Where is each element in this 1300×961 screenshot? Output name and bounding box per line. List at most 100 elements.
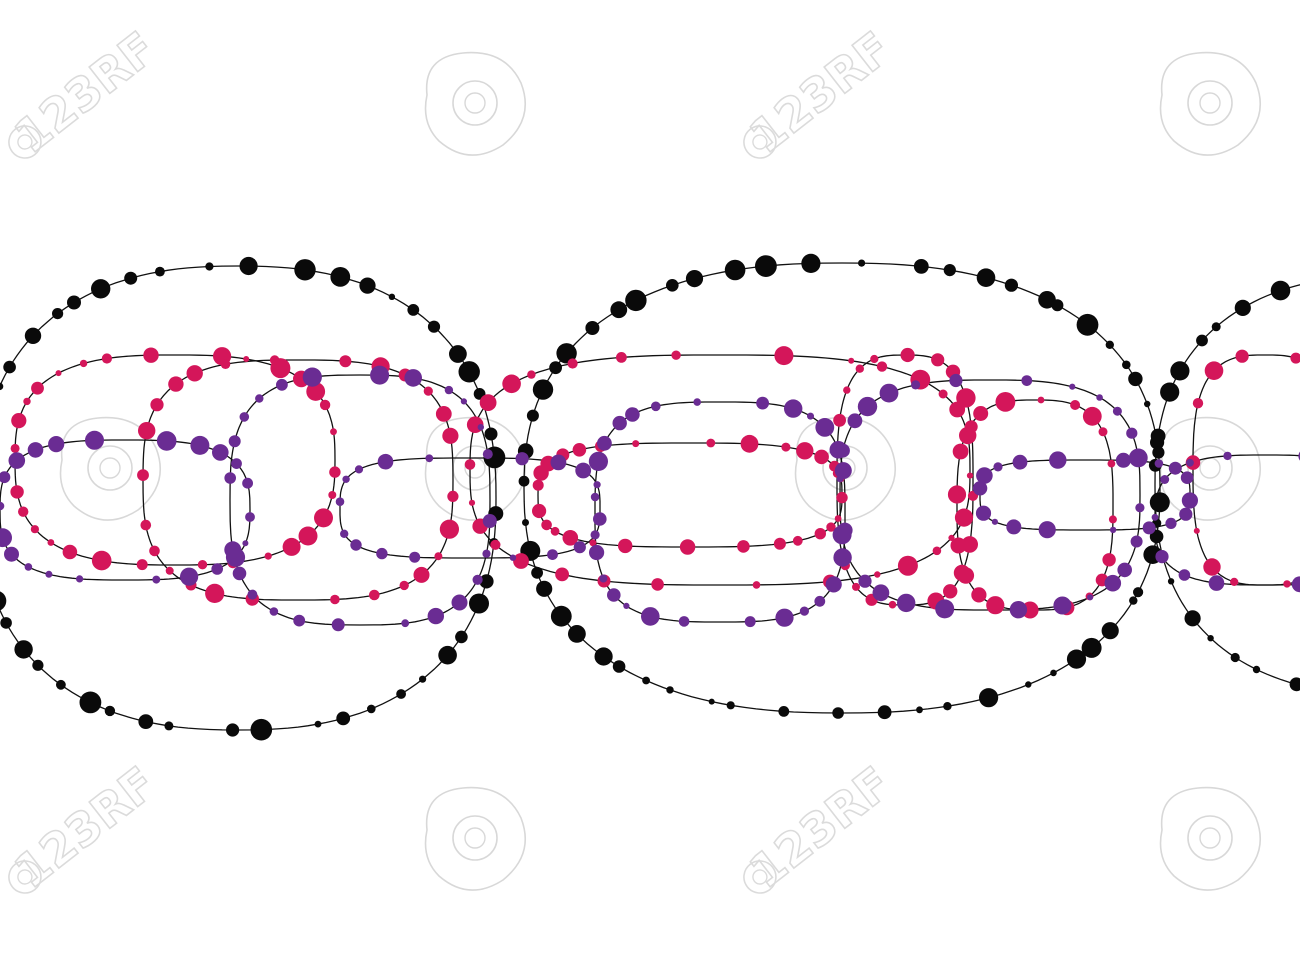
magenta-bead [532, 479, 544, 491]
magenta-bead [330, 428, 337, 436]
magenta-bead [843, 386, 851, 394]
black-bead [916, 706, 923, 714]
black-bead [1004, 278, 1019, 292]
magenta-bead [618, 538, 633, 554]
black-bead [469, 593, 489, 614]
magenta-bead [137, 469, 149, 481]
black-bead [979, 688, 999, 708]
magenta-bead [306, 382, 326, 401]
purple-bead [625, 407, 640, 422]
magenta-bead [47, 539, 55, 546]
purple-bead [48, 436, 65, 453]
black-bead [1066, 649, 1087, 669]
chain-threads [0, 262, 1300, 731]
magenta-bead [423, 386, 433, 396]
purple-bead [588, 451, 609, 471]
black-bead [1152, 446, 1165, 459]
watermark-logo: 123RF [4, 755, 167, 899]
black-bead [138, 714, 154, 729]
purple-bead [152, 575, 161, 584]
purple-bead [1109, 526, 1117, 534]
black-bead [1234, 299, 1251, 316]
black-bead [67, 295, 81, 310]
purple-bead [331, 618, 345, 632]
black-bead [52, 308, 64, 320]
magenta-bead [330, 594, 340, 605]
black-bead [1144, 400, 1151, 408]
purple-bead [180, 567, 199, 586]
black-bead [367, 704, 376, 714]
purple-bead [224, 541, 242, 559]
black-bead [1149, 529, 1164, 544]
camera-lens-icon [424, 786, 527, 891]
chain-thread-13 [594, 401, 846, 623]
magenta-bead [957, 567, 975, 584]
black-bead [1196, 334, 1208, 347]
magenta-bead [464, 459, 476, 470]
camera-lens-icon [424, 51, 527, 156]
purple-bead [1038, 521, 1056, 539]
magenta-bead [567, 358, 578, 369]
black-bead [359, 277, 376, 294]
magenta-bead [1204, 361, 1224, 381]
magenta-bead [706, 438, 716, 448]
purple-bead [589, 544, 605, 561]
purple-bead [350, 539, 362, 551]
purple-bead [242, 477, 254, 489]
magenta-bead [399, 580, 409, 591]
purple-bead [1208, 575, 1225, 591]
magenta-bead [319, 399, 331, 411]
black-bead [0, 382, 4, 391]
magenta-bead [1102, 553, 1116, 567]
black-bead [913, 259, 929, 274]
purple-bead [472, 574, 483, 585]
purple-bead [1135, 503, 1145, 513]
magenta-bead [870, 354, 879, 364]
magenta-bead [752, 581, 761, 589]
magenta-bead [1283, 580, 1291, 588]
purple-bead [76, 575, 84, 583]
black-bead [1081, 637, 1102, 658]
magenta-bead [10, 443, 20, 453]
purple-bead [1160, 475, 1170, 484]
black-bead [536, 580, 553, 597]
magenta-bead [616, 352, 627, 363]
purple-bead [573, 541, 586, 554]
chain-thread-10 [0, 439, 251, 581]
purple-bead [242, 540, 249, 547]
purple-bead [847, 413, 863, 429]
black-bead [943, 702, 952, 711]
purple-bead [239, 412, 250, 422]
purple-bead [340, 529, 349, 538]
purple-bead [1168, 461, 1182, 475]
purple-bead [276, 378, 288, 391]
magenta-bead [995, 392, 1016, 412]
black-bead [550, 605, 572, 627]
black-bead [407, 304, 420, 316]
purple-bead [269, 607, 279, 616]
magenta-bead [513, 553, 529, 569]
black-bead [518, 475, 530, 487]
black-bead [1129, 596, 1138, 605]
black-bead [427, 320, 441, 333]
magenta-bead [62, 544, 78, 560]
purple-bead [425, 454, 434, 463]
magenta-bead [1235, 349, 1249, 363]
purple-bead [590, 492, 600, 502]
purple-bead [85, 430, 104, 450]
purple-bead [4, 546, 19, 562]
purple-bead [342, 475, 350, 483]
purple-bead [858, 574, 872, 588]
magenta-bead [369, 589, 380, 601]
purple-bead [482, 549, 491, 558]
purple-bead [1009, 601, 1028, 619]
purple-bead [211, 563, 223, 575]
magenta-bead [967, 423, 973, 430]
purple-bead [678, 616, 690, 627]
magenta-bead [1108, 515, 1117, 524]
black-bead [1025, 681, 1032, 688]
purple-bead [835, 443, 850, 458]
purple-bead [993, 462, 1003, 472]
magenta-bead [792, 535, 803, 546]
purple-bead [451, 594, 468, 611]
